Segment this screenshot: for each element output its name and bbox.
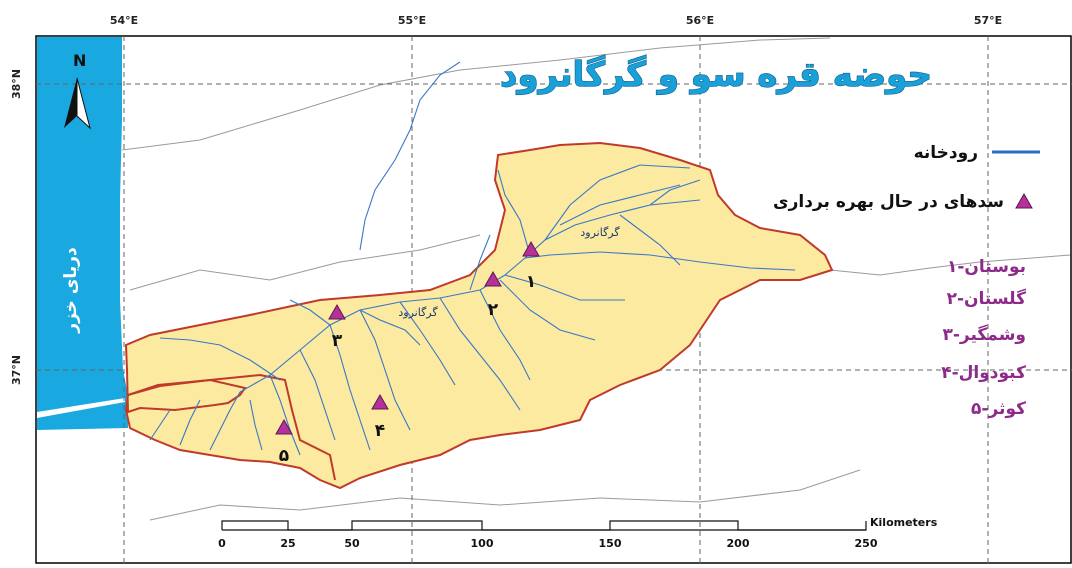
sea-label: دریای خزر bbox=[61, 247, 81, 334]
tick-left-37: 37°N bbox=[10, 355, 23, 385]
dam-list-item-1: ۱-بوستان bbox=[947, 257, 1026, 277]
miankaleh-spit bbox=[37, 398, 125, 418]
dam-marker-1 bbox=[522, 240, 540, 257]
river-label-gorganrud-west: گرگانرود bbox=[398, 306, 438, 319]
scale-unit: Kilometers bbox=[870, 516, 938, 529]
legend-dams-label: سدهای در حال بهره برداری bbox=[773, 192, 1004, 212]
dam-marker-4 bbox=[371, 393, 389, 410]
scale-tick-0: 0 bbox=[218, 537, 226, 550]
dam-list-item-5: ۵-کوثر bbox=[971, 399, 1026, 419]
dam-list-item-2: ۲-گلستان bbox=[947, 288, 1027, 309]
tick-top-57: 57°E bbox=[974, 14, 1002, 27]
subbasin-border bbox=[127, 373, 336, 481]
legend: رودخانه سدهای در حال بهره برداری bbox=[773, 143, 1040, 212]
scale-tick-200: 200 bbox=[727, 537, 750, 550]
scale-tick-25: 25 bbox=[280, 537, 295, 550]
river-label-gorganrud-east: گرگانرود bbox=[580, 226, 620, 239]
dam-markers bbox=[275, 240, 540, 435]
map-border bbox=[35, 35, 1072, 564]
dam-list-item-3: ۳-وشمگیر bbox=[942, 324, 1026, 345]
province-boundary bbox=[121, 37, 831, 151]
tick-top-54: 54°E bbox=[110, 14, 138, 27]
north-label: N bbox=[73, 51, 86, 70]
tick-top-55: 55°E bbox=[398, 14, 426, 27]
dam-marker-3 bbox=[328, 303, 346, 320]
scale-tick-250: 250 bbox=[855, 537, 878, 550]
scale-tick-100: 100 bbox=[471, 537, 494, 550]
tick-top-56: 56°E bbox=[686, 14, 714, 27]
caspian-sea bbox=[37, 37, 128, 430]
scale-ticks: 0 25 50 100 150 200 250 Kilometers bbox=[218, 516, 938, 550]
north-arrow-icon: N bbox=[64, 51, 91, 130]
dam-number-2: ۲ bbox=[488, 300, 499, 320]
scale-bar bbox=[221, 520, 867, 531]
basin-polygon bbox=[124, 141, 834, 490]
tick-left-38: 38°N bbox=[10, 69, 23, 99]
dam-list-item-4: ۴-کبودوال bbox=[941, 363, 1026, 383]
dam-number-4: ۴ bbox=[375, 421, 385, 441]
province-boundary-2 bbox=[129, 234, 481, 291]
scale-tick-150: 150 bbox=[599, 537, 622, 550]
legend-river-label: رودخانه bbox=[914, 143, 978, 163]
river-network bbox=[149, 61, 796, 456]
province-boundary-3 bbox=[829, 254, 1071, 276]
dam-legend-icon bbox=[1015, 192, 1033, 209]
dam-number-3: ۳ bbox=[332, 331, 343, 351]
map-title: حوضه قره سو و گرگانرود bbox=[500, 55, 932, 95]
dam-marker-5 bbox=[275, 418, 293, 435]
scale-tick-50: 50 bbox=[344, 537, 360, 550]
dam-list: ۱-بوستان ۲-گلستان ۳-وشمگیر ۴-کبودوال ۵-ک… bbox=[941, 257, 1026, 419]
province-boundary-4 bbox=[149, 469, 861, 521]
dam-marker-2 bbox=[484, 270, 502, 287]
dam-number-1: ۱ bbox=[526, 272, 536, 292]
dam-number-5: ۵ bbox=[279, 446, 289, 466]
